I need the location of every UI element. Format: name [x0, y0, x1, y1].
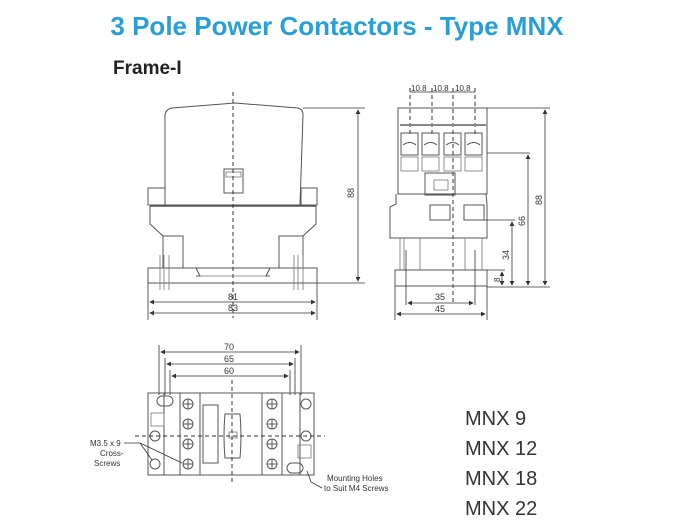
side-height-66-dim: 66 [517, 216, 527, 226]
side-height-total-dim: 88 [534, 195, 544, 205]
pitch-dim-2: 10.8 [433, 84, 449, 93]
mount-note-line-2: to Suit M4 Screws [324, 484, 388, 493]
side-height-8-dim: 8 [493, 277, 502, 282]
front-height-dim: 88 [346, 188, 356, 198]
pitch-dim-1: 10.8 [411, 84, 427, 93]
page-title: 3 Pole Power Contactors - Type MNX [110, 11, 564, 41]
model-item: MNX 9 [465, 408, 527, 430]
pitch-dim-3: 10.8 [455, 84, 471, 93]
base-dim-70: 70 [224, 342, 234, 352]
side-height-34-dim: 34 [501, 250, 511, 260]
base-dim-65: 65 [224, 354, 234, 364]
base-view: 70 65 60 [90, 342, 388, 493]
frame-label: Frame-I [113, 58, 182, 79]
model-item: MNX 22 [465, 498, 538, 520]
front-width-outer-dim: 83 [228, 303, 238, 313]
model-item: MNX 18 [465, 468, 538, 490]
mount-note-line-1: Mounting Holes [327, 474, 383, 483]
side-view: 10.8 10.8 10.8 88 [389, 84, 550, 320]
model-item: MNX 12 [465, 438, 538, 460]
side-width-inner-dim: 35 [435, 292, 445, 302]
side-width-outer-dim: 45 [435, 304, 445, 314]
screw-note-line-1: M3.5 x 9 [90, 439, 121, 448]
screw-note-line-2: Cross- [100, 449, 124, 458]
model-list: MNX 9 MNX 12 MNX 18 MNX 22 [465, 404, 537, 524]
front-view: 88 81 83 [147, 92, 365, 320]
base-dim-60: 60 [224, 366, 234, 376]
front-width-inner-dim: 81 [228, 292, 238, 302]
screw-note-line-3: Screws [94, 459, 120, 468]
